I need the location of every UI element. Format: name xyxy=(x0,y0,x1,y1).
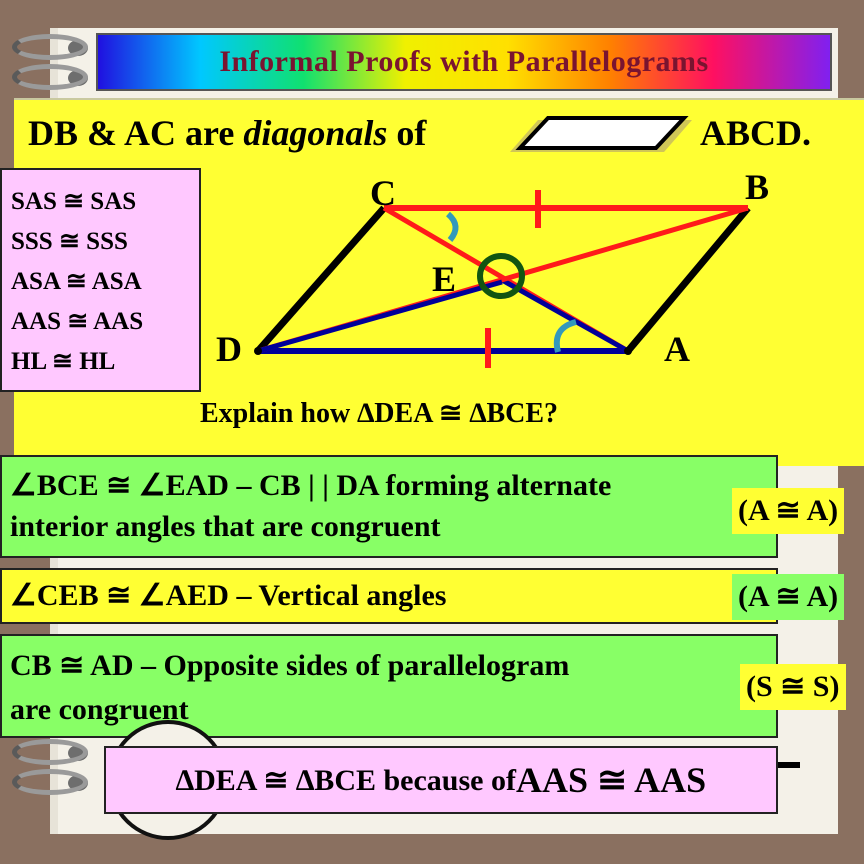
proof-step-1: ∠BCE ≅ ∠EAD – CB | | DA forming alternat… xyxy=(0,455,778,558)
label-a: A xyxy=(664,329,690,369)
step-3-reason: (S ≅ S) xyxy=(740,664,846,710)
conclusion-box: ∆DEA ≅ ∆BCE because of AAS ≅ AAS xyxy=(104,746,778,814)
binding-ring xyxy=(12,739,88,765)
postulate-list: SAS ≅ SAS SSS ≅ SSS ASA ≅ ASA AAS ≅ AAS … xyxy=(0,168,201,392)
step-2-reason: (A ≅ A) xyxy=(732,574,845,620)
diagonal-de xyxy=(257,279,503,354)
conclusion-reason: AAS ≅ AAS xyxy=(515,760,707,800)
binding-ring xyxy=(12,769,88,795)
title-banner: Informal Proofs with Parallelograms xyxy=(96,33,832,91)
label-d: D xyxy=(216,329,242,369)
postulate-item: SAS ≅ SAS xyxy=(11,188,137,215)
binding-ring xyxy=(12,64,88,90)
step-1-line-2: interior angles that are congruent xyxy=(10,510,441,543)
label-e: E xyxy=(432,259,457,299)
page-title: Informal Proofs with Parallelograms xyxy=(219,45,709,78)
conclusion-text: ∆DEA ≅ ∆BCE because of xyxy=(175,763,516,797)
diagonal-ea xyxy=(500,277,630,354)
statement-italic: diagonals xyxy=(243,113,388,153)
label-b: B xyxy=(745,167,770,207)
statement-part2: of xyxy=(387,113,427,153)
step-1-reason: (A ≅ A) xyxy=(732,488,845,534)
given-statement: DB & AC are diagonals of xyxy=(28,112,426,154)
point-a xyxy=(624,347,632,355)
angle-arc-a xyxy=(553,319,577,353)
proof-step-2: ∠CEB ≅ ∠AED – Vertical angles xyxy=(0,568,778,624)
postulate-item: ASA ≅ ASA xyxy=(11,268,142,295)
statement-tail: ABCD. xyxy=(700,113,812,153)
postulate-item: AAS ≅ AAS xyxy=(11,308,144,335)
question-text: Explain how ∆DEA ≅ ∆BCE? xyxy=(200,398,559,429)
binding-ring xyxy=(12,34,88,60)
parallelogram-symbol-shape xyxy=(515,116,689,150)
step-2-line-1: ∠CEB ≅ ∠AED – Vertical angles xyxy=(10,579,447,612)
proof-step-3: CB ≅ AD – Opposite sides of parallelogra… xyxy=(0,634,778,738)
decorative-dash xyxy=(776,762,800,768)
side-ab xyxy=(625,205,751,354)
postulate-item: SSS ≅ SSS xyxy=(11,228,128,255)
point-d xyxy=(254,347,262,355)
side-dc xyxy=(255,205,387,354)
step-3-line-2: are congruent xyxy=(10,693,189,726)
label-c: C xyxy=(370,173,396,213)
angle-arc-c xyxy=(445,211,459,242)
step-1-line-1: ∠BCE ≅ ∠EAD – CB | | DA forming alternat… xyxy=(10,469,612,502)
step-3-line-1: CB ≅ AD – Opposite sides of parallelogra… xyxy=(10,649,570,682)
vertical-angle-circle xyxy=(477,253,525,299)
postulate-item: HL ≅ HL xyxy=(11,348,116,375)
statement-part1: DB & AC are xyxy=(28,113,244,153)
